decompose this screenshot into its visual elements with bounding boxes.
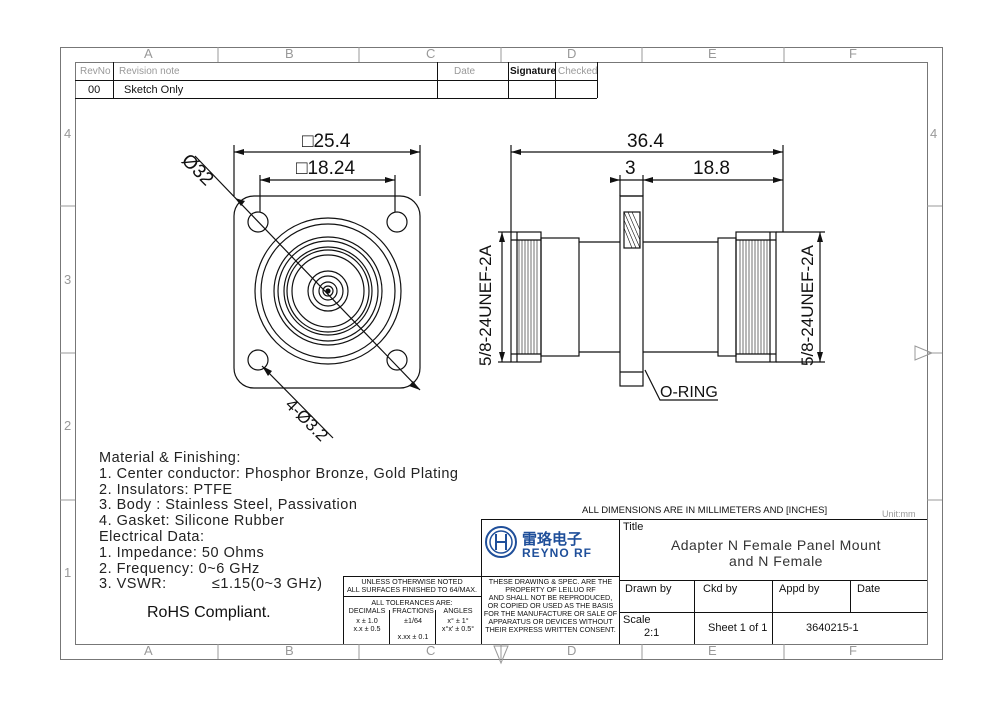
property-notice: THESE DRAWING & SPEC. ARE THE PROPERTY O… <box>482 578 619 634</box>
zone-col-a: A <box>144 46 153 61</box>
ckd-by-label: Ckd by <box>703 583 738 595</box>
rev-header-signature: Signature <box>510 66 557 77</box>
title-block <box>343 519 927 644</box>
tol-col-fractions: FRACTIONS <box>392 606 434 615</box>
tol-title: ALL TOLERANCES ARE: <box>371 598 453 607</box>
date-label: Date <box>857 583 881 595</box>
zone-row-4: 4 <box>64 126 72 141</box>
zone-col-c-bottom: C <box>426 643 436 658</box>
tol-col-angles: ANGLES <box>443 606 473 615</box>
property-line: APPARATUS OR DEVICES WITHOUT <box>488 617 613 626</box>
note-line: 1. Center conductor: Phosphor Bronze, Go… <box>99 465 459 482</box>
note-line: 1. Impedance: 50 Ohms <box>99 544 265 561</box>
note-line: Material & Finishing: <box>99 450 241 466</box>
side-view <box>498 145 825 401</box>
logo-icon <box>485 526 517 558</box>
oring-label: O-RING <box>660 384 718 401</box>
zone-col-b: B <box>285 46 294 61</box>
property-line: THEIR EXPRESS WRITTEN CONSENT. <box>485 625 616 634</box>
tol-decimals-2: x.x ± 0.5 <box>353 624 381 633</box>
tol-col-decimals: DECIMALS <box>348 606 386 615</box>
tol-fractions: ±1/64 <box>404 616 422 625</box>
tol-decimals-1: x ± 1.0 <box>356 616 378 625</box>
scale-label: Scale <box>623 614 651 626</box>
note-line: 2. Insulators: PTFE <box>99 481 233 498</box>
zone-col-f-bottom: F <box>849 643 857 658</box>
zone-col-a-bottom: A <box>144 643 153 658</box>
thread-left-label: 5/8-24UNEF-2A <box>476 245 495 366</box>
title-label: Title <box>623 521 644 533</box>
property-line: OR COPIED OR USED AS THE BASIS <box>487 601 614 610</box>
note-line: 3. Body : Stainless Steel, Passivation <box>99 497 358 514</box>
drawing-title-line-2: and N Female <box>729 553 823 569</box>
note-line: 2. Frequency: 0~6 GHz <box>99 560 260 577</box>
rev-row-no: 00 <box>88 84 101 96</box>
zone-col-c: C <box>426 46 436 61</box>
rev-header-no: RevNo <box>80 66 111 77</box>
property-line: AND SHALL NOT BE REPRODUCED, <box>488 593 613 602</box>
scale-value: 2:1 <box>644 627 660 639</box>
rohs-label: RoHS Compliant. <box>147 604 271 621</box>
zone-col-d-bottom: D <box>567 643 577 658</box>
note-line: Electrical Data: <box>99 528 205 545</box>
property-line: PROPERTY OF LEILUO RF <box>505 585 596 594</box>
material-notes: Material & Finishing: 1. Center conducto… <box>99 450 459 593</box>
tol-header-2: ALL SURFACES FINISHED TO 64/MAX. <box>346 585 478 594</box>
rev-header-checked: Checked <box>558 66 598 77</box>
tol-decimals-3: x.xx ± 0.1 <box>397 632 429 641</box>
zone-col-d: D <box>567 46 577 61</box>
logo-english-name: REYNO RF <box>522 546 593 560</box>
dim-inner-square: □18.24 <box>296 158 356 179</box>
appd-by-label: Appd by <box>779 583 820 595</box>
front-view <box>194 145 421 439</box>
tol-angles-2: x°x' ± 0.5° <box>441 624 475 633</box>
zone-col-e: E <box>708 46 717 61</box>
rev-header-note: Revision note <box>119 66 180 77</box>
note-line: 3. VSWR: ≤1.15(0~3 GHz) <box>99 576 323 593</box>
zone-col-e-bottom: E <box>708 643 717 658</box>
logo-chinese-name: 雷珞电子 <box>522 530 583 548</box>
part-number: 3640215-1 <box>806 622 859 634</box>
tol-angles-1: x° ± 1° <box>447 616 469 625</box>
drawn-by-label: Drawn by <box>625 583 672 595</box>
zone-row-2: 2 <box>64 418 72 433</box>
property-line: FOR THE MANUFACTURE OR SALE OF <box>483 609 618 618</box>
thread-right-label: 5/8-24UNEF-2A <box>798 245 817 366</box>
tol-header-1: UNLESS OTHERWISE NOTED <box>361 577 463 586</box>
note-line: 4. Gasket: Silicone Rubber <box>99 513 285 530</box>
zone-row-1: 1 <box>64 565 72 580</box>
zone-col-b-bottom: B <box>285 643 294 658</box>
rev-header-date: Date <box>454 66 476 77</box>
dimensions-note: ALL DIMENSIONS ARE IN MILLIMETERS AND [I… <box>582 505 828 516</box>
rev-row-note: Sketch Only <box>124 84 184 96</box>
sheet-count: Sheet 1 of 1 <box>708 622 768 634</box>
unit-label: Unit:mm <box>882 509 916 519</box>
dim-body: 18.8 <box>693 158 730 179</box>
dim-total-length: 36.4 <box>627 131 664 152</box>
zone-row-4-right: 4 <box>930 126 938 141</box>
zone-row-3: 3 <box>64 272 72 287</box>
dim-flange: 3 <box>625 158 636 179</box>
drawing-title-line-1: Adapter N Female Panel Mount <box>670 537 882 553</box>
zone-col-f: F <box>849 46 857 61</box>
property-line: THESE DRAWING & SPEC. ARE THE <box>488 577 613 586</box>
dim-outer-square: □25.4 <box>302 131 351 152</box>
revision-table <box>75 62 598 99</box>
